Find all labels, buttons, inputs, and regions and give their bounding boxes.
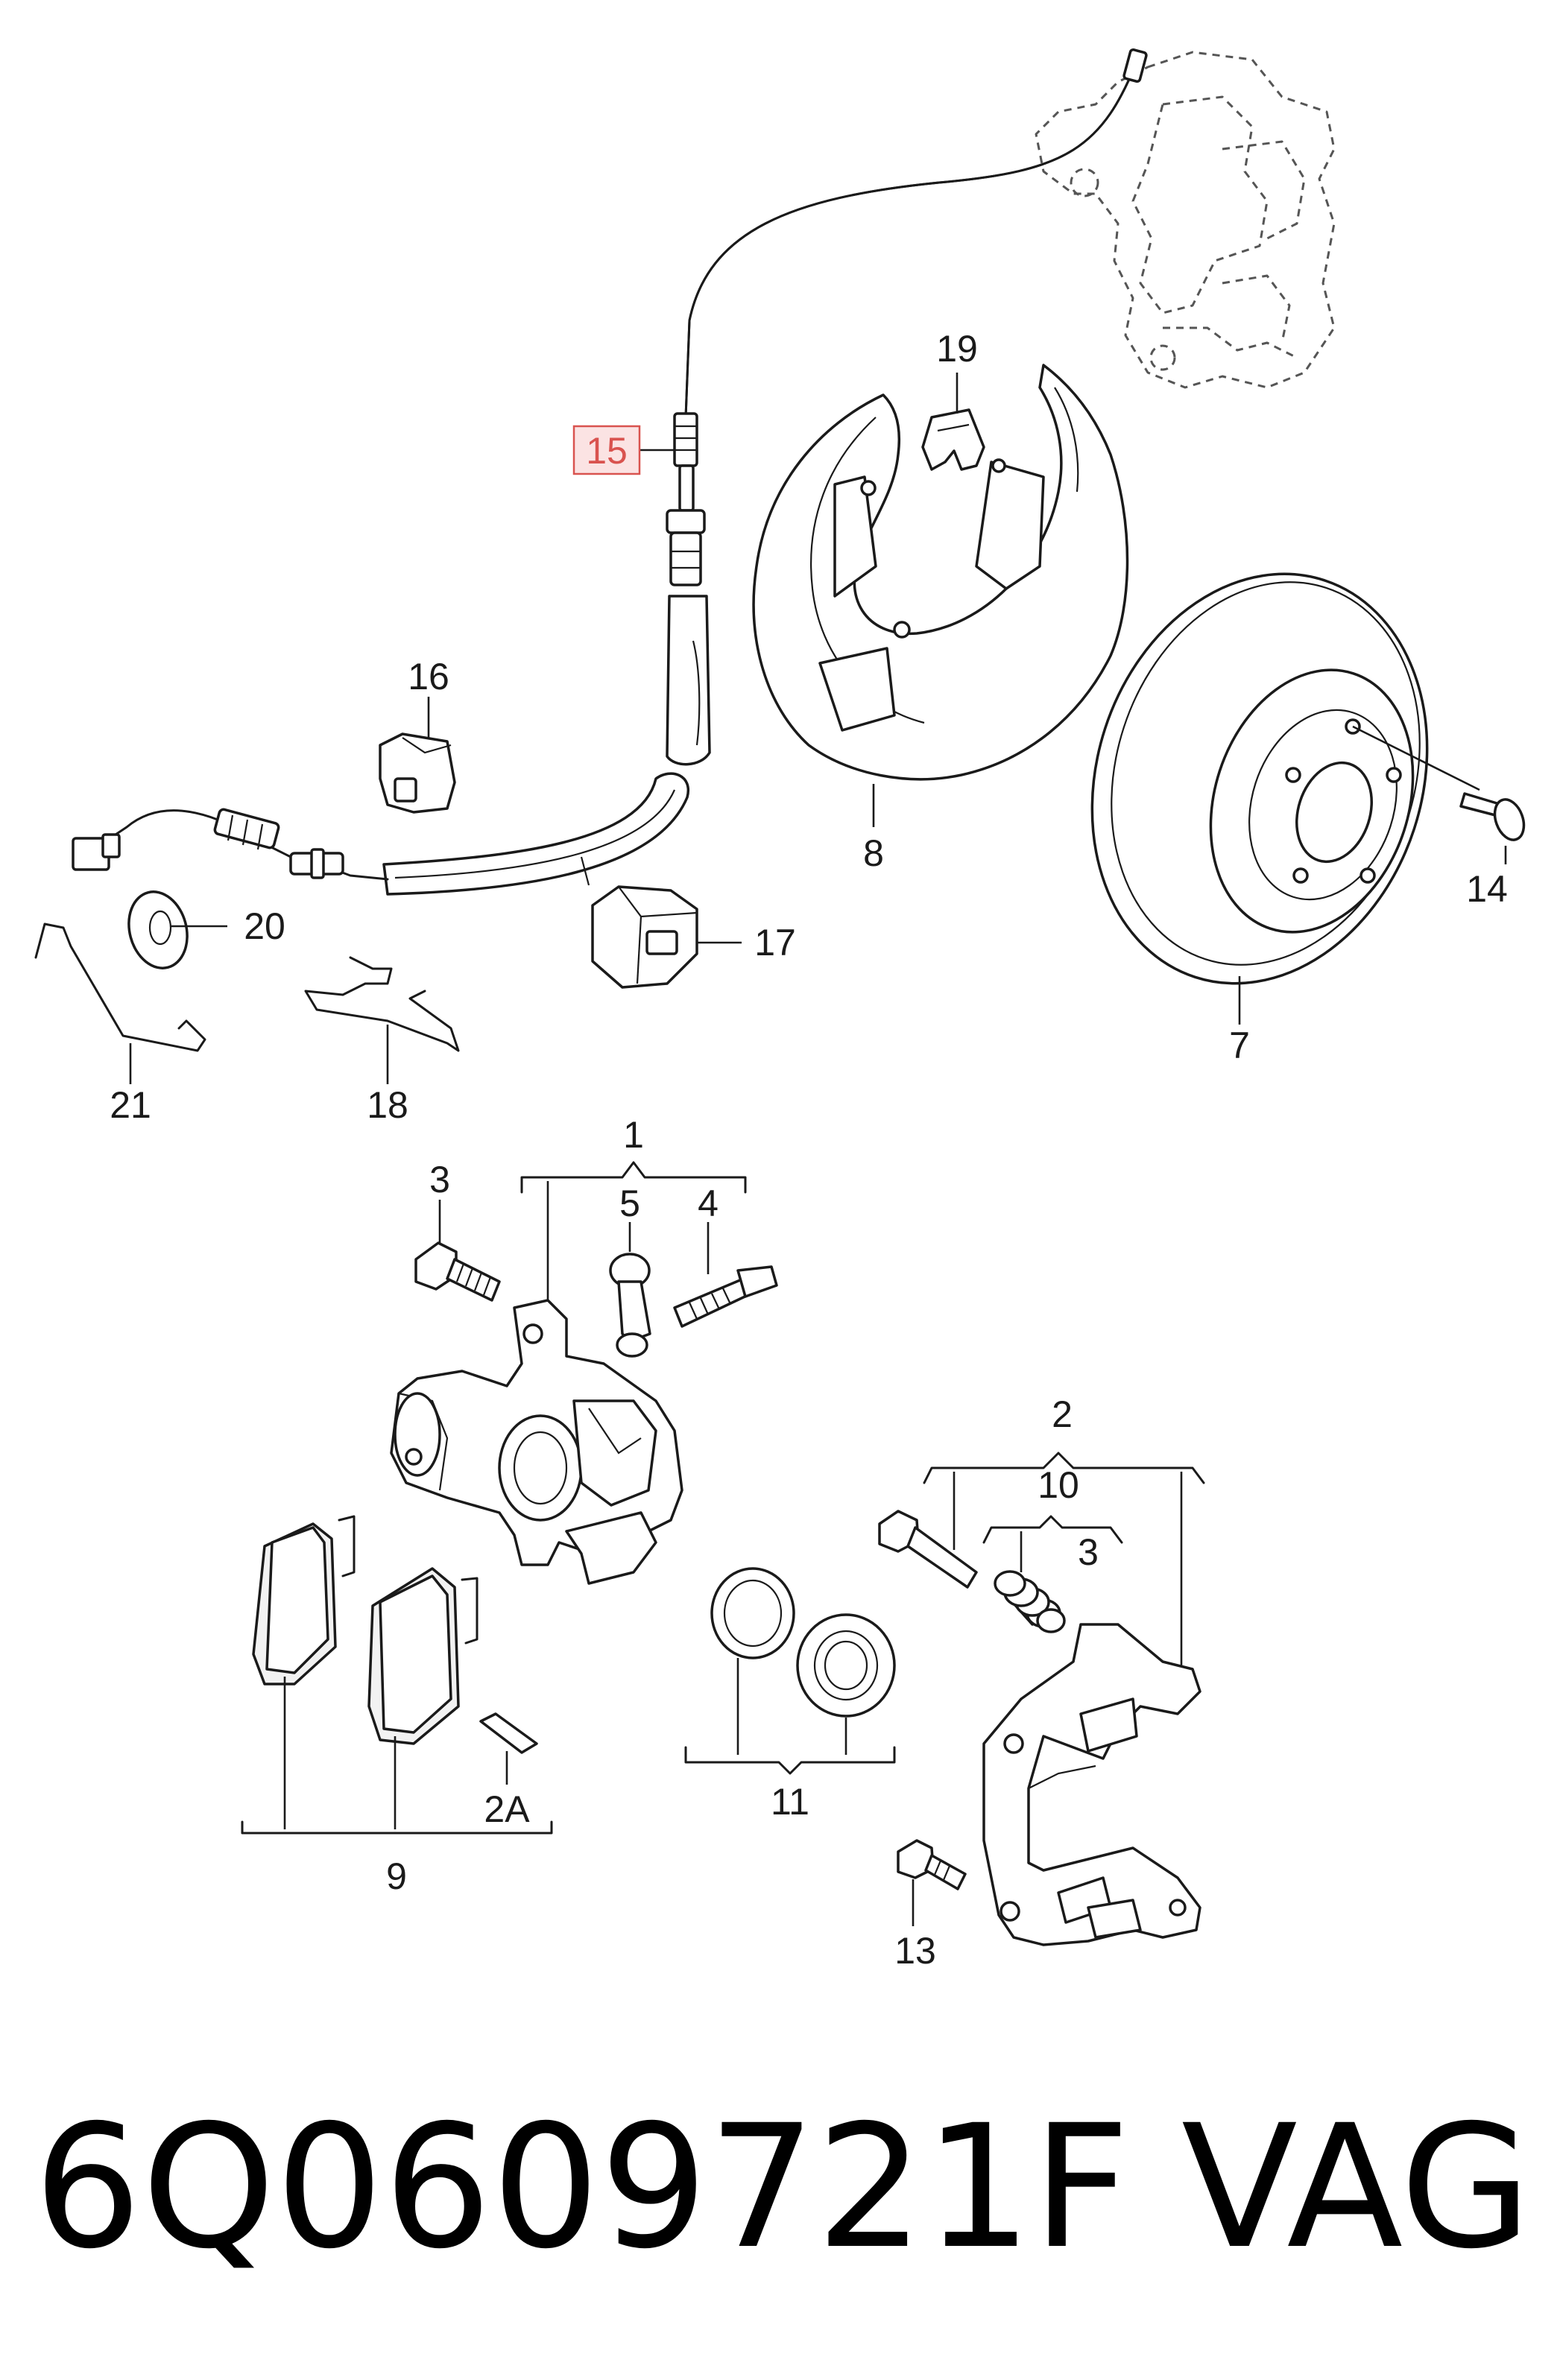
carrier-2 [923, 1452, 1205, 1946]
callout-16[interactable]: 16 [408, 656, 449, 697]
holder-17 [591, 885, 742, 989]
callout-3-top[interactable]: 3 [429, 1159, 450, 1200]
brake-cable-15 [72, 48, 1148, 896]
bolt-13 [897, 1839, 967, 1926]
guide-bolt [878, 1510, 978, 1589]
callout-3-bottom[interactable]: 3 [1078, 1531, 1099, 1573]
callout-2a[interactable]: 2A [484, 1788, 530, 1830]
callout-8[interactable]: 8 [863, 832, 884, 874]
callout-19[interactable]: 19 [936, 328, 978, 370]
callout-17[interactable]: 17 [754, 922, 796, 963]
warning-tab-2a [479, 1712, 538, 1785]
bolt-3 [414, 1200, 501, 1302]
guide-pin-10 [982, 1515, 1123, 1633]
callout-labels: 15 19 16 8 14 20 17 7 21 18 1 3 5 4 2 10… [110, 328, 1508, 1972]
footer: 6Q0609721F VAG [34, 2075, 1532, 2299]
caliper-1 [390, 1161, 747, 1585]
splash-shield-8 [752, 364, 1129, 827]
bleeder-screw-4 [673, 1222, 778, 1328]
callout-5[interactable]: 5 [619, 1183, 640, 1224]
spring-21 [34, 922, 206, 1084]
brand-name: VAG [1181, 2088, 1532, 2286]
seal-kit-11 [684, 1567, 896, 1775]
disc-screw-14 [1352, 725, 1526, 864]
callout-9[interactable]: 9 [386, 1855, 407, 1897]
callout-4[interactable]: 4 [698, 1183, 719, 1224]
grommet-20 [127, 890, 227, 969]
clip-19 [921, 373, 985, 471]
callout-15-highlight [572, 425, 641, 475]
brake-pads-9 [241, 1515, 553, 1835]
callout-20[interactable]: 20 [244, 905, 285, 947]
spring-18 [304, 956, 460, 1084]
brake-disc-7 [1090, 572, 1429, 1025]
bracket-16 [379, 697, 456, 814]
callout-1[interactable]: 1 [623, 1114, 644, 1156]
callout-14[interactable]: 14 [1466, 868, 1508, 910]
callout-18[interactable]: 18 [367, 1084, 408, 1126]
callout-15[interactable]: 15 [586, 430, 628, 472]
callout-7[interactable]: 7 [1229, 1025, 1250, 1066]
callout-21[interactable]: 21 [110, 1084, 151, 1126]
bleeder-cap-5 [609, 1222, 651, 1358]
callout-10[interactable]: 10 [1038, 1464, 1079, 1506]
callout-11[interactable]: 11 [771, 1781, 809, 1823]
part-number: 6Q0609721F [34, 2088, 1131, 2286]
ghost-caliper-outline [1035, 51, 1336, 389]
callout-13[interactable]: 13 [894, 1930, 936, 1972]
callout-2[interactable]: 2 [1052, 1393, 1073, 1435]
